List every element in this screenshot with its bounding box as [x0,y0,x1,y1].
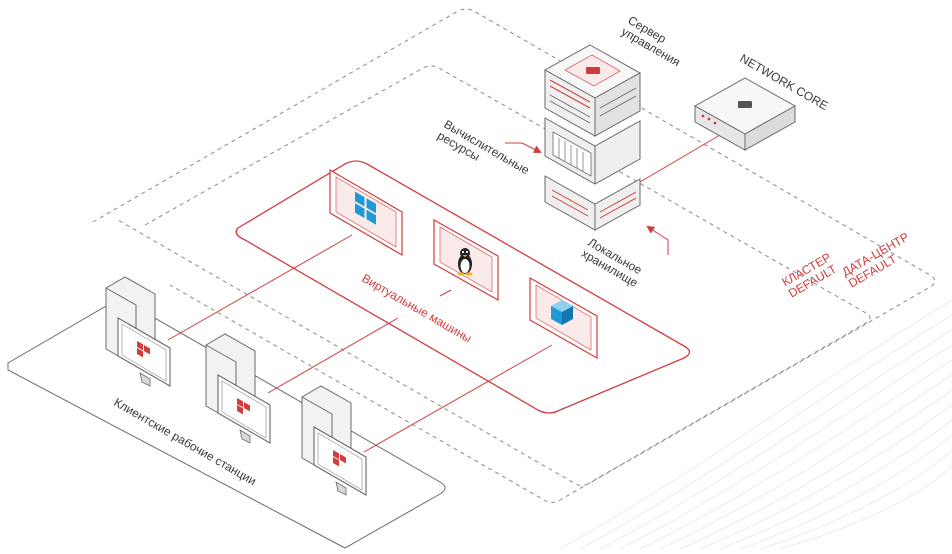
vm-group-outline [235,160,691,414]
brand-logo-icon [738,101,752,108]
cube-icon [551,300,573,325]
workstation-1[interactable] [105,276,171,387]
brand-logo-icon [333,449,346,467]
brand-logo-icon [586,67,600,74]
management-server[interactable] [543,44,642,137]
vm-windows[interactable] [329,168,403,257]
vm-linux[interactable] [433,218,499,302]
compute-server[interactable] [544,117,641,185]
network-core-device[interactable] [693,77,797,151]
background-wave-pattern [559,299,952,550]
workstation-2[interactable] [205,333,271,444]
connection-lines [167,134,721,453]
workstations-platform [7,297,446,549]
windows-icon [355,191,376,225]
linux-tux-icon [457,248,473,276]
brand-logo-icon [237,397,250,415]
cluster-boundary [144,65,871,503]
storage-server[interactable] [544,175,641,231]
workstation-3[interactable] [301,385,367,496]
vm-cube[interactable] [529,276,598,360]
brand-logo-icon [137,340,150,358]
server-stack [543,44,642,231]
